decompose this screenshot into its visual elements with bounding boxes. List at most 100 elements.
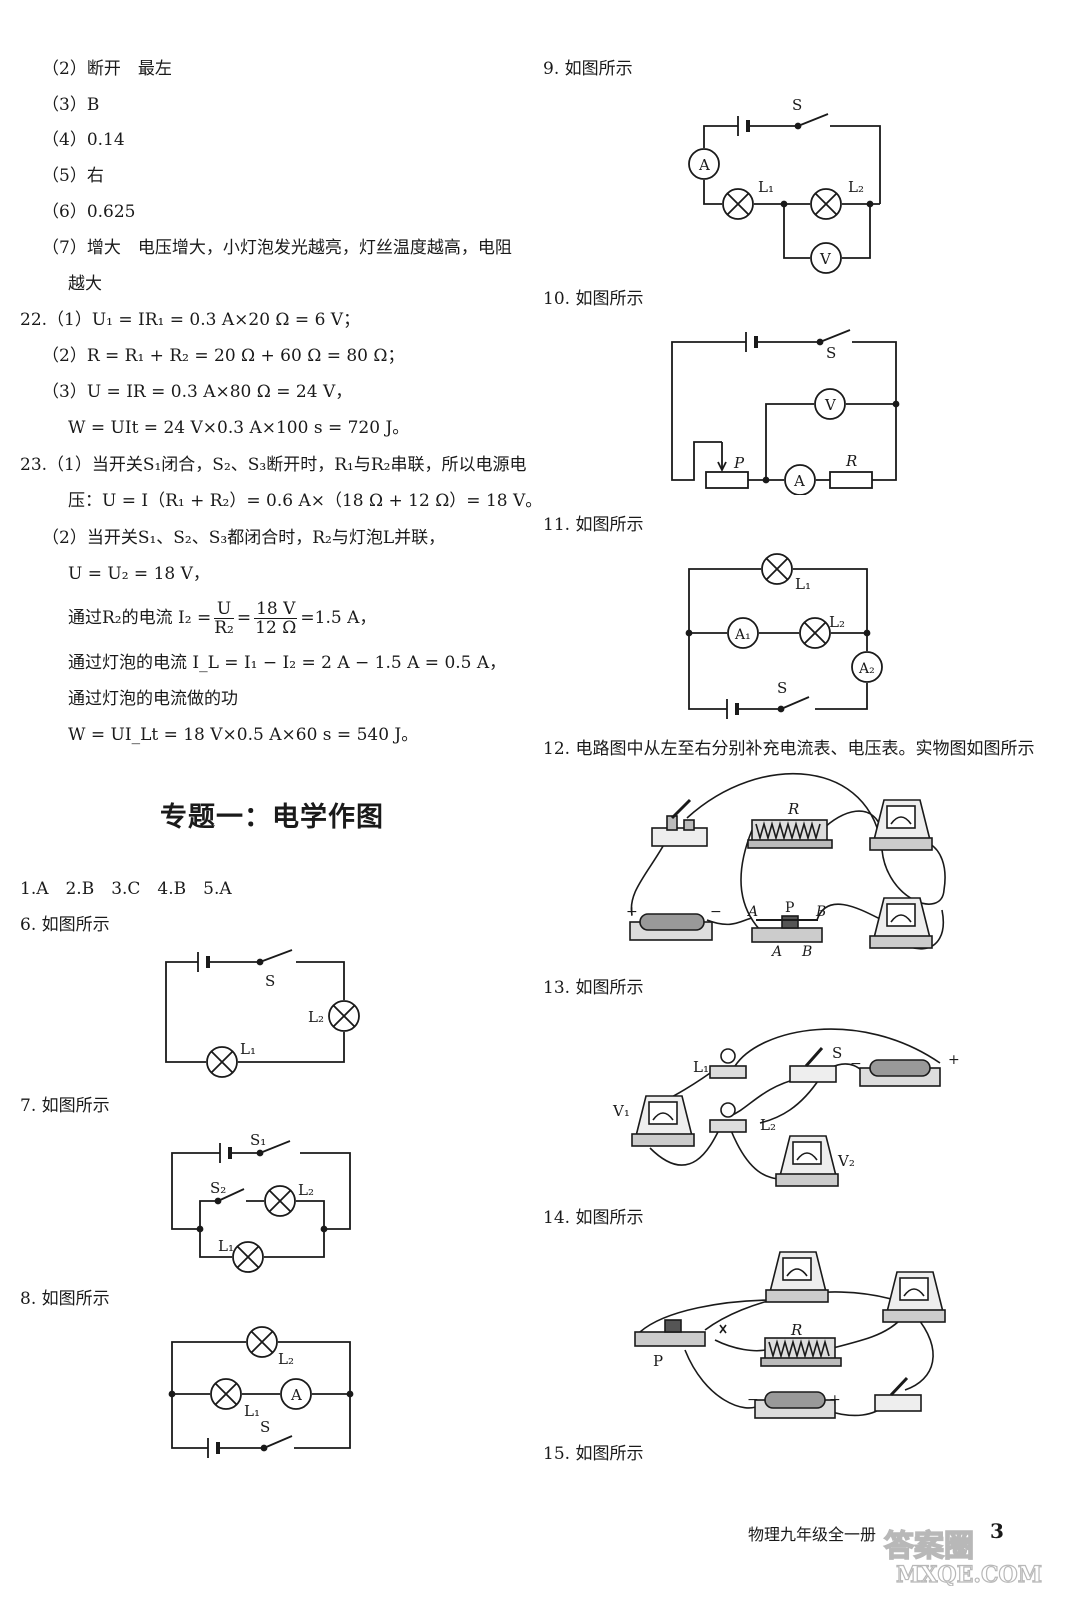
apparatus-drawing-13: L₁ L₂ S V₁ V₂ − + bbox=[612, 1028, 960, 1187]
question-label-6: 6. 如图所示 bbox=[20, 915, 110, 935]
answer-line: （2）R = R₁ + R₂ = 20 Ω + 60 Ω = 80 Ω； bbox=[42, 346, 405, 366]
apparatus-drawing-14: R P − + bbox=[634, 1251, 946, 1419]
label-s: S bbox=[826, 344, 836, 362]
label-a2: A₂ bbox=[858, 661, 875, 677]
answer-line: 23.（1）当开关S₁闭合，S₂、S₃断开时，R₁与R₂串联，所以电源电 bbox=[20, 455, 527, 475]
circuit-diagram-6: S L₂ L₁ bbox=[165, 949, 360, 1078]
label-plus: + bbox=[829, 1392, 841, 1408]
battery-icon bbox=[859, 1059, 941, 1087]
circuit-diagram-11: A₁ A₂ L₁ L₂ S bbox=[685, 553, 883, 719]
circuit-diagram-9: A V S L₁ L₂ bbox=[688, 96, 881, 274]
section-title: 专题一：电学作图 bbox=[160, 802, 384, 833]
label-a1: A₁ bbox=[734, 627, 751, 643]
label-l2: L₂ bbox=[298, 1181, 314, 1199]
label-s: S bbox=[832, 1044, 842, 1062]
label-end-a-lower: A bbox=[770, 944, 782, 960]
label-l2: L₂ bbox=[760, 1116, 776, 1134]
label-s1: S₁ bbox=[250, 1131, 266, 1149]
switch-icon bbox=[789, 1047, 837, 1083]
watermark-text: 答案圈 bbox=[884, 1529, 974, 1564]
voltmeter-v1-icon bbox=[631, 1095, 695, 1147]
current-formula-r2: 通过R₂的电流 I₂ = U R₂ = 18 V 12 Ω =1.5 A， bbox=[68, 596, 376, 640]
denominator: 12 Ω bbox=[255, 617, 297, 638]
equals: = bbox=[236, 608, 252, 628]
answer-line: （3）U = IR = 0.3 A×80 Ω = 24 V， bbox=[42, 382, 353, 402]
switch-icon bbox=[651, 798, 708, 847]
answer-line: 通过灯泡的电流 I_L = I₁ − I₂ = 2 A − 1.5 A = 0.… bbox=[68, 653, 507, 673]
label-s2: S₂ bbox=[210, 1179, 226, 1197]
circuit-diagram-10: V A S P R bbox=[671, 329, 900, 495]
label-l1: L₁ bbox=[218, 1237, 234, 1255]
label-voltmeter: V bbox=[819, 250, 832, 268]
label-l1: L₁ bbox=[244, 1402, 260, 1420]
ammeter-icon bbox=[869, 799, 933, 851]
voltmeter-top-right-icon bbox=[882, 1271, 946, 1323]
answer-line: （2）当开关S₁、S₂、S₃都闭合时，R₂与灯泡L并联， bbox=[42, 528, 446, 548]
label-r: R bbox=[787, 800, 799, 818]
label-r: R bbox=[845, 452, 857, 470]
label-end-a: A bbox=[746, 904, 758, 920]
label-l1: L₁ bbox=[240, 1040, 256, 1058]
label-l2: L₂ bbox=[848, 178, 864, 196]
answer-line: W = UI_Lt = 18 V×0.5 A×60 s = 540 J。 bbox=[68, 725, 419, 745]
question-label-10: 10. 如图所示 bbox=[543, 289, 644, 309]
label-l1: L₁ bbox=[693, 1058, 709, 1076]
page-number: 3 bbox=[990, 1519, 1004, 1543]
voltmeter-v2-icon bbox=[775, 1135, 839, 1187]
label-l2: L₂ bbox=[308, 1008, 324, 1026]
circuit-diagram-8: A L₂ L₁ S bbox=[168, 1326, 354, 1458]
watermark-logo: 答案圈 MXQE.COM bbox=[883, 1528, 1042, 1586]
question-label-14: 14. 如图所示 bbox=[543, 1208, 644, 1228]
formula-result: =1.5 A， bbox=[300, 608, 377, 628]
bulb-l2-icon bbox=[709, 1102, 747, 1133]
label-p: P bbox=[653, 1352, 663, 1370]
label-ammeter: A bbox=[290, 1386, 302, 1404]
rheostat-r-icon bbox=[747, 819, 833, 849]
label-l2: L₂ bbox=[829, 613, 845, 631]
circuit-diagram-7: S₁ S₂ L₂ L₁ bbox=[171, 1131, 351, 1273]
question-label-9: 9. 如图所示 bbox=[543, 59, 633, 79]
answer-line: W = UIt = 24 V×0.3 A×100 s = 720 J。 bbox=[68, 418, 410, 438]
voltmeter-icon bbox=[869, 897, 933, 949]
label-l2: L₂ bbox=[278, 1350, 294, 1368]
answer-line: （4）0.14 bbox=[42, 130, 125, 150]
fraction-values: 18 V 12 Ω bbox=[254, 598, 298, 638]
answer-line: 越大 bbox=[68, 274, 102, 294]
answer-line: （3）B bbox=[42, 95, 100, 115]
numerator: 18 V bbox=[254, 598, 298, 619]
choice-answers: 1.A 2.B 3.C 4.B 5.A bbox=[20, 879, 232, 899]
label-end-b-lower: B bbox=[801, 944, 812, 960]
question-label-13: 13. 如图所示 bbox=[543, 978, 644, 998]
label-plus: + bbox=[626, 904, 638, 920]
question-label-15: 15. 如图所示 bbox=[543, 1444, 644, 1464]
label-s: S bbox=[265, 972, 275, 990]
answer-line: 22.（1）U₁ = IR₁ = 0.3 A×20 Ω = 6 V； bbox=[20, 310, 361, 330]
answer-line: 压：U = I（R₁ + R₂）= 0.6 A×（18 Ω + 12 Ω）= 1… bbox=[68, 491, 543, 511]
denominator: R₂ bbox=[214, 617, 234, 638]
label-ammeter: A bbox=[698, 156, 710, 174]
watermark-url: MXQE.COM bbox=[896, 1562, 1042, 1586]
label-r: R bbox=[790, 1321, 802, 1339]
bulb-l1-icon bbox=[709, 1048, 747, 1079]
slide-rheostat-icon bbox=[634, 1319, 706, 1347]
footer-book-title: 物理九年级全一册 bbox=[748, 1525, 877, 1544]
label-l1: L₁ bbox=[758, 178, 774, 196]
label-plus: + bbox=[948, 1052, 960, 1068]
label-p: P bbox=[733, 454, 745, 472]
answer-line: （5）右 bbox=[42, 166, 104, 186]
slide-rheostat-icon bbox=[751, 915, 823, 943]
question-label-8: 8. 如图所示 bbox=[20, 1289, 110, 1309]
rheostat-r-icon bbox=[760, 1337, 842, 1367]
answer-line: （6）0.625 bbox=[42, 202, 136, 222]
question-label-11: 11. 如图所示 bbox=[543, 515, 644, 535]
answer-line: （7）增大 电压增大，小灯泡发光越亮，灯丝温度越高，电阻 bbox=[42, 238, 512, 258]
question-label-7: 7. 如图所示 bbox=[20, 1096, 110, 1116]
numerator: U bbox=[214, 600, 234, 619]
label-minus: − bbox=[710, 904, 722, 920]
answer-line: U = U₂ = 18 V， bbox=[68, 564, 210, 584]
label-s: S bbox=[260, 1418, 270, 1436]
battery-icon bbox=[754, 1391, 836, 1419]
label-ammeter: A bbox=[793, 472, 805, 490]
label-s: S bbox=[777, 679, 787, 697]
label-v2: V₂ bbox=[837, 1152, 855, 1170]
